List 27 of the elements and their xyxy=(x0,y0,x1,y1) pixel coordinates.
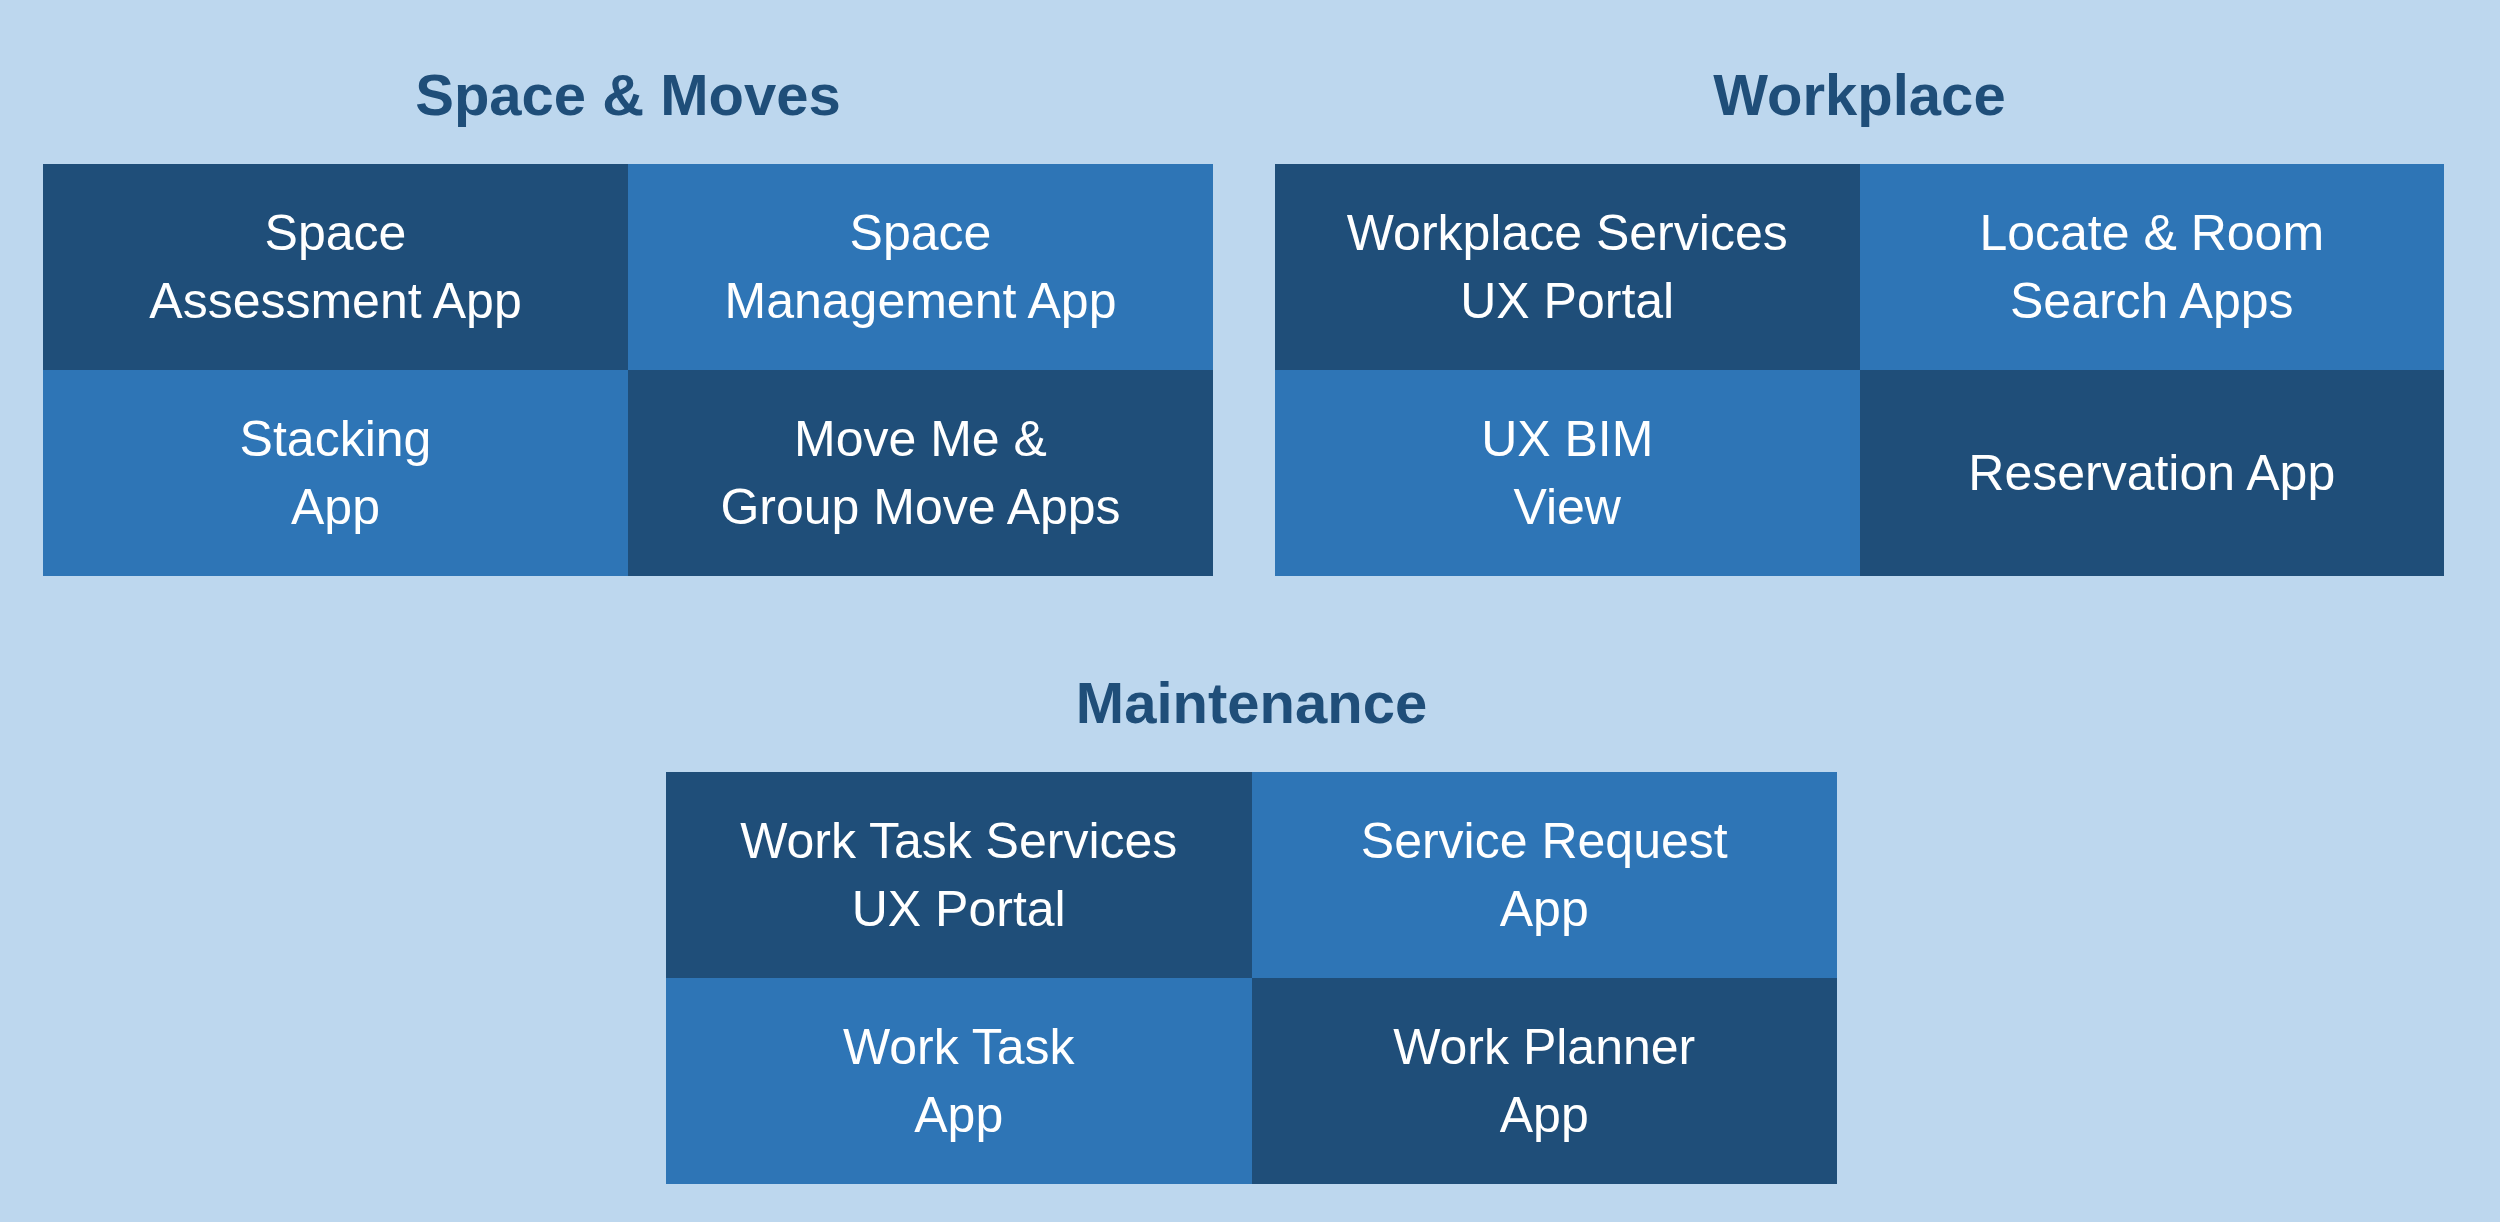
app-tile xyxy=(1251,772,1837,978)
app-name: Space Management App xyxy=(723,204,1118,331)
section-heading: Maintenance xyxy=(1075,669,1428,737)
app-tile xyxy=(1251,978,1837,1184)
section-heading: Space & Moves xyxy=(415,61,841,129)
app-name: Locate & Room Search Apps xyxy=(1978,204,2326,331)
app-name: Move Me & Group Move Apps xyxy=(719,410,1122,537)
app-name: Work Task App xyxy=(841,1018,1076,1145)
app-name: Service Request App xyxy=(1359,812,1729,939)
app-name: Work Planner App xyxy=(1392,1018,1697,1145)
app-name: Reservation App xyxy=(1968,444,2336,503)
app-tile xyxy=(1859,164,2444,370)
app-tile xyxy=(628,164,1213,370)
app-name: Work Task Services UX Portal xyxy=(739,812,1179,939)
app-name: Stacking App xyxy=(238,410,433,537)
app-name: Workplace Services UX Portal xyxy=(1345,204,1789,331)
app-tile xyxy=(666,978,1252,1184)
app-name: UX BIM View xyxy=(1480,410,1655,537)
app-tile xyxy=(43,164,628,370)
section-heading: Workplace xyxy=(1713,61,2006,129)
app-tile xyxy=(1275,370,1860,576)
app-tile xyxy=(628,370,1213,576)
app-tile xyxy=(1859,370,2444,576)
app-tile xyxy=(43,370,628,576)
app-tile xyxy=(1275,164,1860,370)
app-tile xyxy=(666,772,1252,978)
app-name: Space Assessment App xyxy=(148,204,523,331)
